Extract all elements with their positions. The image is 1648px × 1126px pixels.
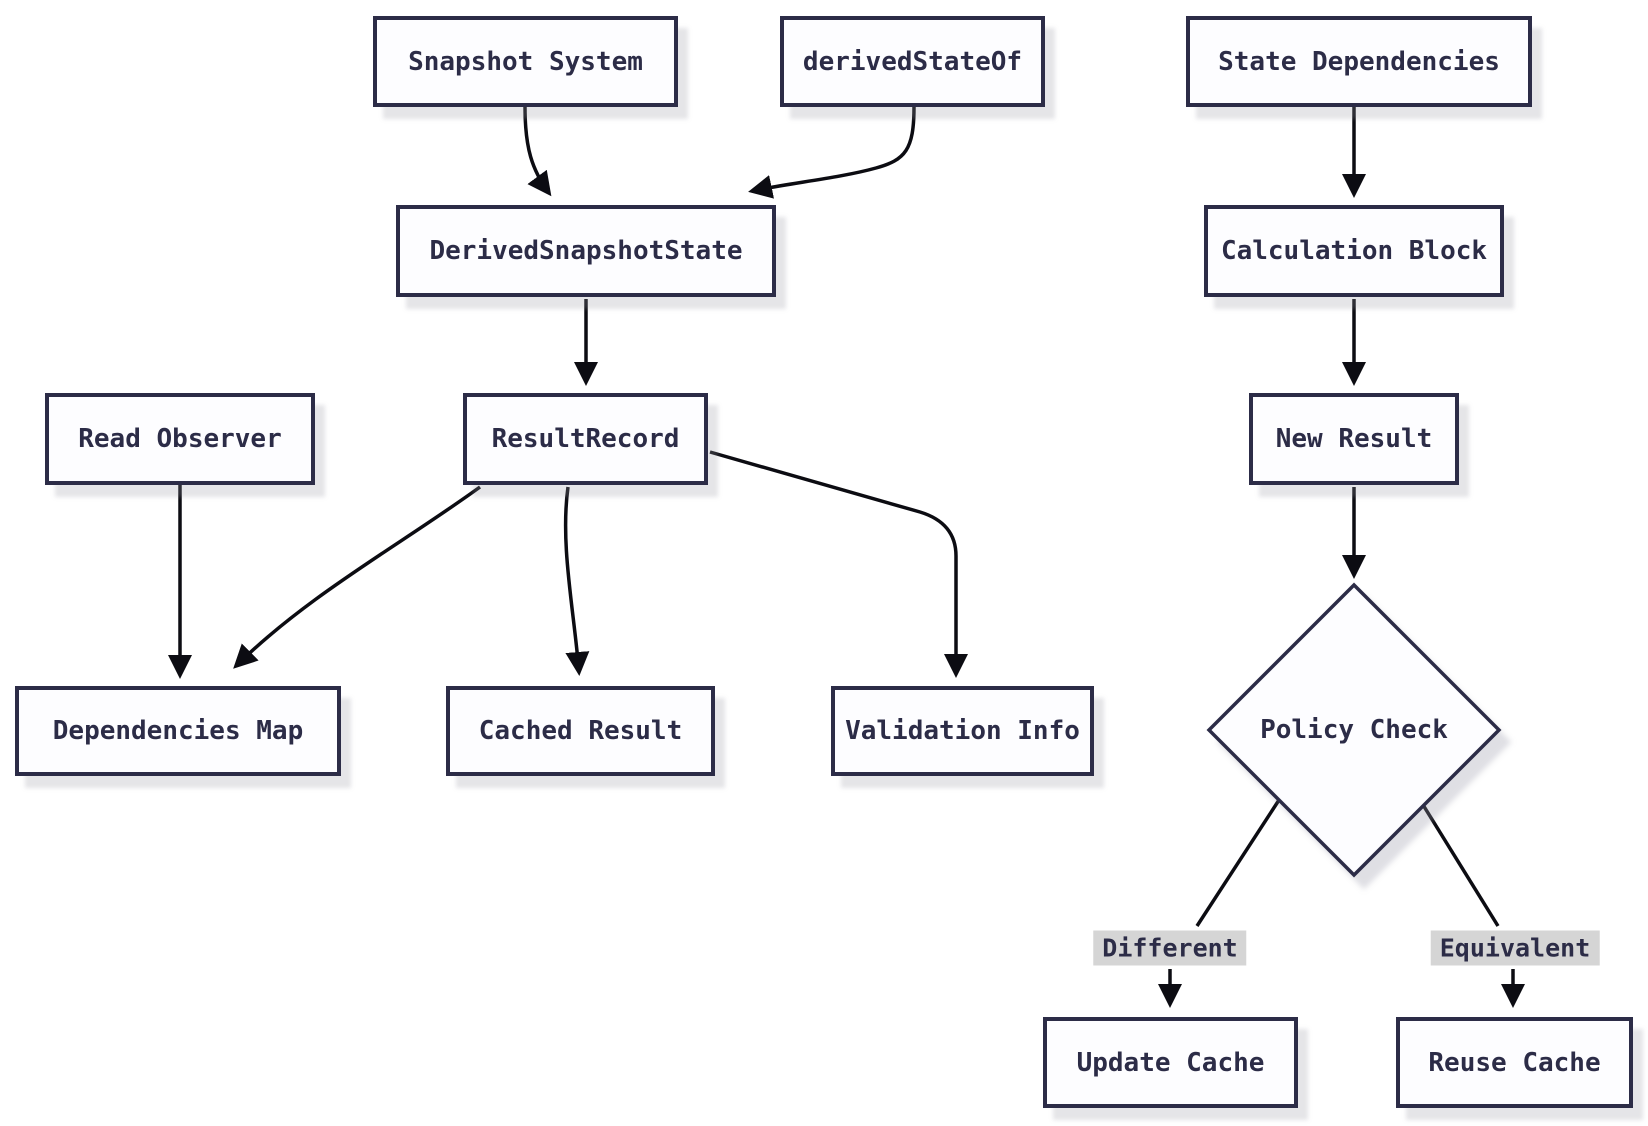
node-cached-result-label: Cached Result <box>478 716 683 746</box>
node-calculation-block-label: Calculation Block <box>1220 236 1488 266</box>
node-policy-check-label: Policy Check <box>1260 715 1448 745</box>
node-cached-result: Cached Result <box>446 686 715 776</box>
node-new-result: New Result <box>1249 393 1459 485</box>
edge-result-record-to-dependencies-map <box>233 485 482 669</box>
node-snapshot-system-label: Snapshot System <box>408 46 643 77</box>
edge-result-record-to-cached-result <box>563 486 590 676</box>
edge-label-different: Different <box>1093 930 1247 966</box>
node-state-dependencies: State Dependencies <box>1186 16 1532 107</box>
node-update-cache-label: Update Cache <box>1076 1047 1265 1078</box>
node-dependencies-map-label: Dependencies Map <box>52 716 304 746</box>
node-new-result-label: New Result <box>1275 424 1433 454</box>
edge-label-equivalent: Equivalent <box>1430 930 1600 966</box>
edge-snapshot-system-to-derived-snapshot-state <box>523 106 552 197</box>
node-derived-snapshot-state-label: DerivedSnapshotState <box>429 236 743 266</box>
node-validation-info: Validation Info <box>831 686 1094 776</box>
node-read-observer-label: Read Observer <box>78 424 282 454</box>
node-result-record: ResultRecord <box>463 393 708 485</box>
node-derived-snapshot-state: DerivedSnapshotState <box>396 205 776 297</box>
node-derived-state-of: derivedStateOf <box>780 16 1045 107</box>
node-read-observer: Read Observer <box>45 393 315 485</box>
node-reuse-cache-label: Reuse Cache <box>1428 1047 1601 1078</box>
node-reuse-cache: Reuse Cache <box>1396 1017 1633 1108</box>
node-derived-state-of-label: derivedStateOf <box>802 46 1023 77</box>
node-update-cache: Update Cache <box>1043 1017 1298 1108</box>
node-state-dependencies-label: State Dependencies <box>1218 46 1500 77</box>
node-result-record-label: ResultRecord <box>491 424 680 454</box>
policy-check-diamond-shape <box>1206 582 1502 878</box>
node-policy-check: Policy Check <box>1199 575 1509 885</box>
node-calculation-block: Calculation Block <box>1204 205 1504 297</box>
edge-policy-check-to-equivalent-label <box>1418 799 1500 927</box>
node-validation-info-label: Validation Info <box>845 716 1080 746</box>
node-dependencies-map: Dependencies Map <box>15 686 341 776</box>
edge-derived-state-of-to-derived-snapshot-state <box>748 106 916 199</box>
edge-policy-check-to-different-label <box>1195 799 1281 927</box>
edge-result-record-to-validation-info <box>709 450 968 678</box>
node-snapshot-system: Snapshot System <box>373 16 678 107</box>
